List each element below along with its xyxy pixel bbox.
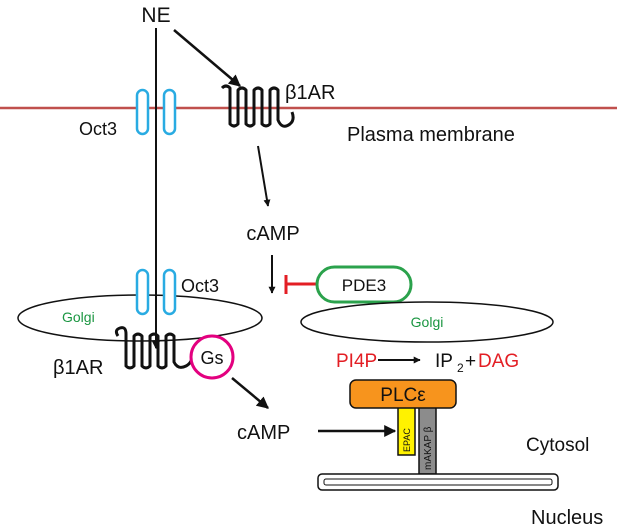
oct3-golgi-label: Oct3 bbox=[181, 276, 219, 296]
camp-top-label: cAMP bbox=[246, 223, 299, 245]
camp-bottom-label: cAMP bbox=[237, 422, 290, 444]
pde3-label: PDE3 bbox=[342, 276, 386, 295]
pde3-box bbox=[315, 265, 413, 304]
plus-sign: + bbox=[465, 351, 476, 372]
b1ar-receptor-golgi bbox=[114, 326, 194, 370]
cytosol-label: Cytosol bbox=[526, 435, 589, 456]
b1ar-to-camp-arrow bbox=[257, 145, 271, 207]
oct3-transporter-golgi bbox=[135, 268, 177, 316]
nuclear-envelope bbox=[317, 473, 559, 491]
pde3-inhibition bbox=[284, 275, 316, 294]
makap-label: mAKAP β bbox=[423, 426, 434, 470]
gs-label: Gs bbox=[200, 348, 223, 368]
golgi-right-label: Golgi bbox=[411, 314, 444, 330]
oct3-transporter-top bbox=[135, 88, 177, 136]
b1ar-golgi-label: β1AR bbox=[53, 357, 103, 379]
gs-protein bbox=[189, 334, 235, 380]
golgi-right bbox=[300, 301, 554, 343]
plasma-membrane-label: Plasma membrane bbox=[347, 124, 515, 146]
ip2-label: IP bbox=[435, 351, 453, 372]
b1ar-top-label: β1AR bbox=[285, 82, 335, 104]
ne-label: NE bbox=[141, 4, 170, 27]
epac-label: EPAC bbox=[402, 428, 412, 452]
pi4p-label: PI4P bbox=[336, 351, 377, 372]
dag-label: DAG bbox=[478, 351, 519, 372]
ne-to-b1ar-arrow bbox=[173, 29, 241, 87]
plce-label: PLCε bbox=[380, 385, 426, 406]
gs-to-camp-arrow bbox=[231, 377, 269, 409]
plce-box bbox=[349, 379, 457, 409]
golgi-left-label: Golgi bbox=[62, 309, 95, 325]
b1ar-receptor-top bbox=[220, 84, 295, 128]
oct3-top-label: Oct3 bbox=[79, 119, 117, 139]
ip2-subscript: 2 bbox=[457, 361, 464, 375]
nucleus-label: Nucleus bbox=[531, 507, 603, 529]
